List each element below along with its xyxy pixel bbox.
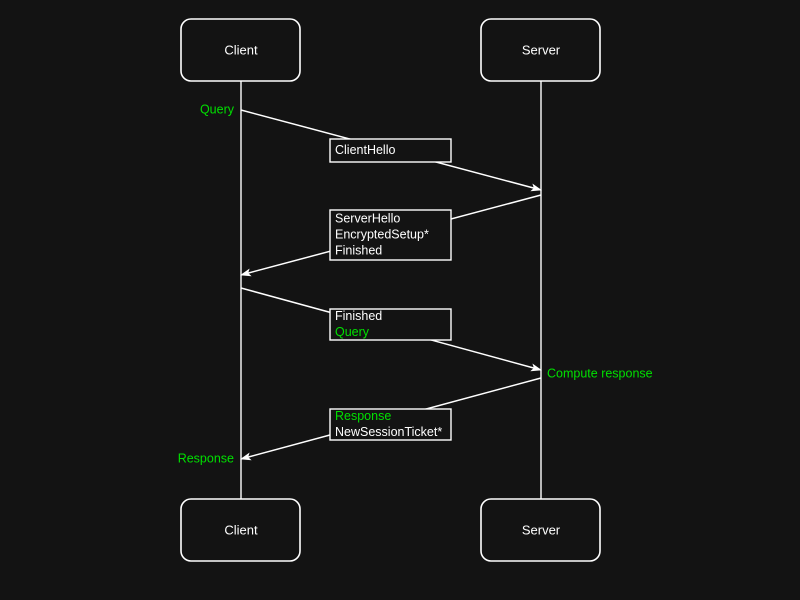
response-label: Response [178,451,234,465]
actor-box-server-top[interactable] [480,18,601,82]
message-line-response-ticket-0: Response [335,409,391,423]
message-line-finished-query-1: Query [335,325,370,339]
actor-label-server-top: Server [522,42,561,57]
actor-server-bottom[interactable]: Server [480,498,601,562]
message-line-finished-query-0: Finished [335,309,382,323]
message-line-server-hello-0: ServerHello [335,211,400,225]
message-box-server-hello[interactable] [329,209,452,261]
actor-label-server-bottom: Server [522,522,561,537]
message-line-server-hello-2: Finished [335,243,382,257]
lifelines-group [240,81,542,499]
message-box-finished-query[interactable] [329,308,452,341]
message-line-server-hello-1: EncryptedSetup* [335,227,429,241]
actor-label-client-bottom: Client [224,522,258,537]
actor-box-server-bottom[interactable] [480,498,601,562]
actor-client-bottom[interactable]: Client [180,498,301,562]
compute-response-label: Compute response [547,366,653,380]
actor-box-client-top[interactable] [180,18,301,82]
message-box-client-hello[interactable] [329,138,452,163]
actor-label-client-top: Client [224,42,258,57]
actor-server-top[interactable]: Server [480,18,601,82]
query-label: Query [200,102,235,116]
actor-box-client-bottom[interactable] [180,498,301,562]
message-line-response-ticket-1: NewSessionTicket* [335,425,442,439]
message-box-response-ticket[interactable] [329,408,452,441]
message-line-client-hello-0: ClientHello [335,143,395,157]
actor-client-top[interactable]: Client [180,18,301,82]
message-client-hello: ClientHello [240,109,542,192]
